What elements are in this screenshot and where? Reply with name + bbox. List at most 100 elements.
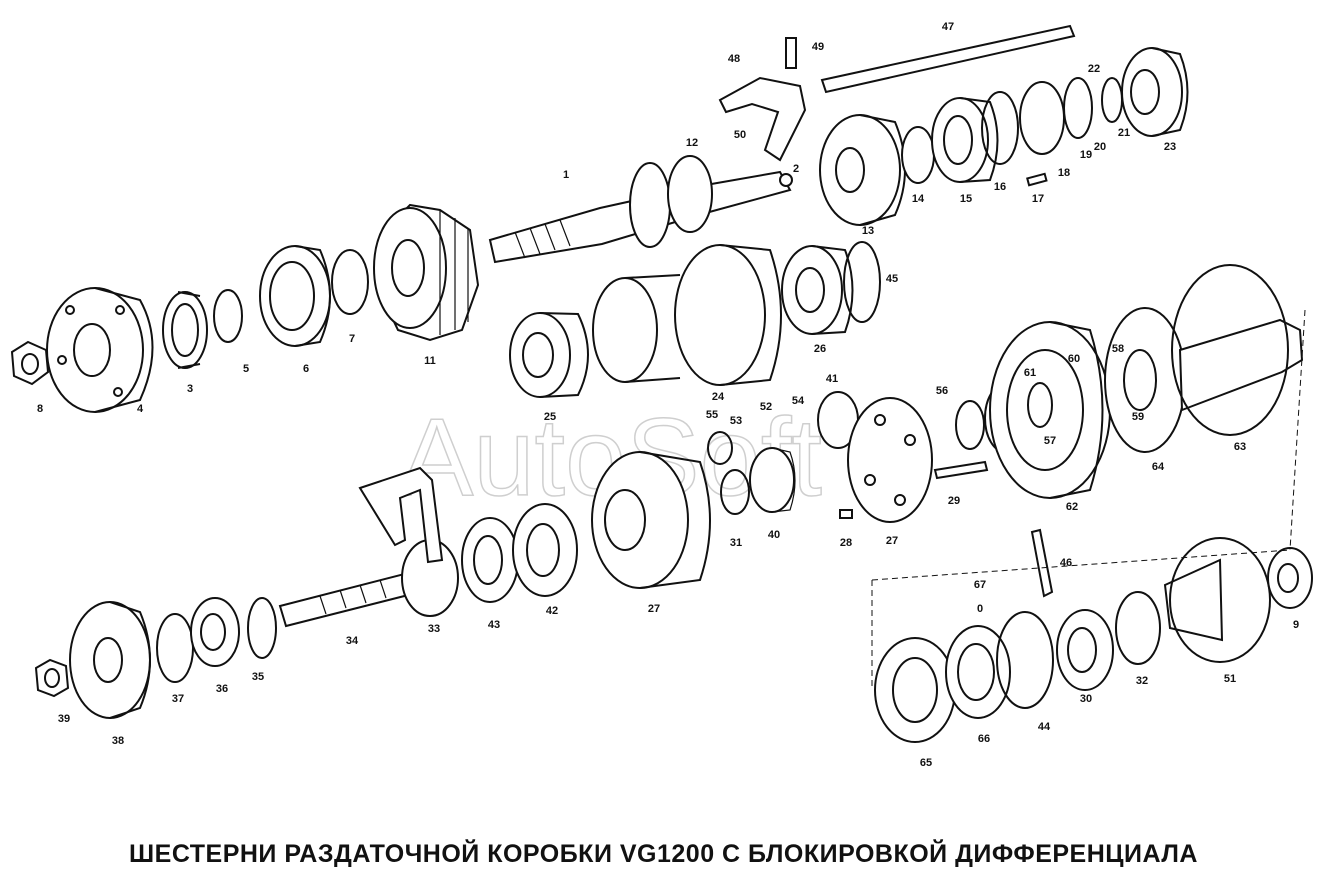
part-51-flange — [1163, 537, 1271, 663]
callout-31: 31 — [730, 537, 742, 549]
part-17-pin — [1026, 172, 1048, 187]
part-43-sleeve — [461, 517, 519, 603]
diagram-title: ШЕСТЕРНИ РАЗДАТОЧНОЙ КОРОБКИ VG1200 С БЛ… — [129, 840, 1198, 868]
part-42-bearing — [512, 503, 578, 597]
callout-16: 16 — [994, 181, 1006, 193]
part-37-seal — [156, 613, 194, 683]
part-6-bearing — [259, 245, 331, 347]
callout-67: 67 — [974, 579, 986, 591]
callout-5: 5 — [243, 363, 249, 375]
callout-14: 14 — [912, 193, 925, 205]
callout-38: 38 — [112, 735, 124, 747]
callout-1: 1 — [563, 169, 569, 181]
callout-63: 63 — [1234, 441, 1246, 453]
part-66-carrier — [945, 625, 1011, 719]
callout-32: 32 — [1136, 675, 1148, 687]
part-29-bolt — [933, 460, 989, 480]
part-28-pin — [839, 509, 853, 519]
callout-22: 22 — [1088, 63, 1100, 75]
callout-15: 15 — [960, 193, 972, 205]
countershaft-assembly — [509, 241, 881, 398]
part-63-output-shaft — [1171, 264, 1304, 436]
callout-18: 18 — [1058, 167, 1070, 179]
callout-29: 29 — [948, 495, 960, 507]
part-44-ring — [996, 611, 1054, 709]
part-21-nut — [1101, 77, 1123, 123]
part-61-ring — [1027, 382, 1053, 428]
part-35-ring — [247, 597, 277, 659]
callout-46: 46 — [1060, 557, 1072, 569]
callout-2: 2 — [793, 163, 799, 175]
part-19-ring — [1063, 77, 1093, 139]
callout-58: 58 — [1112, 343, 1124, 355]
part-23-cover — [1121, 47, 1189, 137]
part-38-flange — [69, 601, 151, 719]
callout-25: 25 — [544, 411, 556, 423]
shift-fork-lower — [358, 466, 444, 564]
callout-53: 53 — [730, 415, 742, 427]
part-27-housing — [847, 397, 933, 523]
callout-23: 23 — [1164, 141, 1176, 153]
callout-34: 34 — [346, 635, 359, 647]
part-46-bolt — [1030, 528, 1054, 598]
part-25-bearing — [509, 312, 589, 398]
callout-61: 61 — [1024, 367, 1036, 379]
callout-20: 20 — [1094, 141, 1106, 153]
part-48-fork — [718, 76, 807, 162]
part-32-seal — [1115, 591, 1161, 665]
callout-12: 12 — [686, 137, 698, 149]
callout-7: 7 — [349, 333, 355, 345]
callout-56: 56 — [936, 385, 948, 397]
part-45-ring — [843, 241, 881, 323]
part-14-ring — [901, 126, 935, 184]
callout-4: 4 — [137, 403, 144, 415]
part-5-ring — [213, 289, 243, 343]
callout-47: 47 — [942, 21, 954, 33]
callout-19: 19 — [1080, 149, 1092, 161]
part-2-ball — [779, 173, 793, 187]
callout-39: 39 — [58, 713, 70, 725]
callout-57: 57 — [1044, 435, 1056, 447]
part-15-bearing — [931, 97, 999, 183]
callout-42: 42 — [546, 605, 558, 617]
callout-26: 26 — [814, 343, 826, 355]
callout-21: 21 — [1118, 127, 1130, 139]
lower-right-stack — [874, 537, 1313, 743]
callout-49: 49 — [812, 41, 824, 53]
callout-59: 59 — [1132, 411, 1144, 423]
output-shaft-assembly — [34, 309, 1313, 743]
callout-54: 54 — [792, 395, 805, 407]
callout-33: 33 — [428, 623, 440, 635]
callout-60: 60 — [1068, 353, 1080, 365]
part-24-gear-cluster — [592, 244, 782, 386]
callout-27: 27 — [648, 603, 660, 615]
part-62-ring-gear — [989, 321, 1111, 499]
part-7-ring — [331, 249, 369, 315]
callout-48: 48 — [728, 53, 740, 65]
part-27-gear — [591, 451, 711, 589]
part-18-disc — [1019, 81, 1065, 155]
callout-28: 28 — [840, 537, 852, 549]
part-11-gear — [373, 203, 480, 342]
callout-37: 37 — [172, 693, 184, 705]
callout-3: 3 — [187, 383, 193, 395]
part-30-bearing — [1056, 609, 1114, 691]
callout-17: 17 — [1032, 193, 1044, 205]
callout-24: 24 — [712, 391, 725, 403]
callout-30: 30 — [1080, 693, 1092, 705]
part-8-nut — [10, 340, 50, 386]
part-55-washer — [707, 431, 733, 465]
part-47-rod — [820, 24, 1076, 94]
part-9-nut — [1267, 547, 1313, 609]
callout-9: 9 — [1293, 619, 1299, 631]
part-26-bearing — [781, 245, 854, 335]
part-49-bolt — [785, 37, 797, 69]
part-56-ring — [955, 400, 985, 450]
part-36-bearing — [190, 597, 240, 667]
callout-65: 65 — [920, 757, 932, 769]
part-65-seal — [874, 637, 956, 743]
callout-0: 0 — [977, 603, 983, 615]
callout-51: 51 — [1224, 673, 1236, 685]
